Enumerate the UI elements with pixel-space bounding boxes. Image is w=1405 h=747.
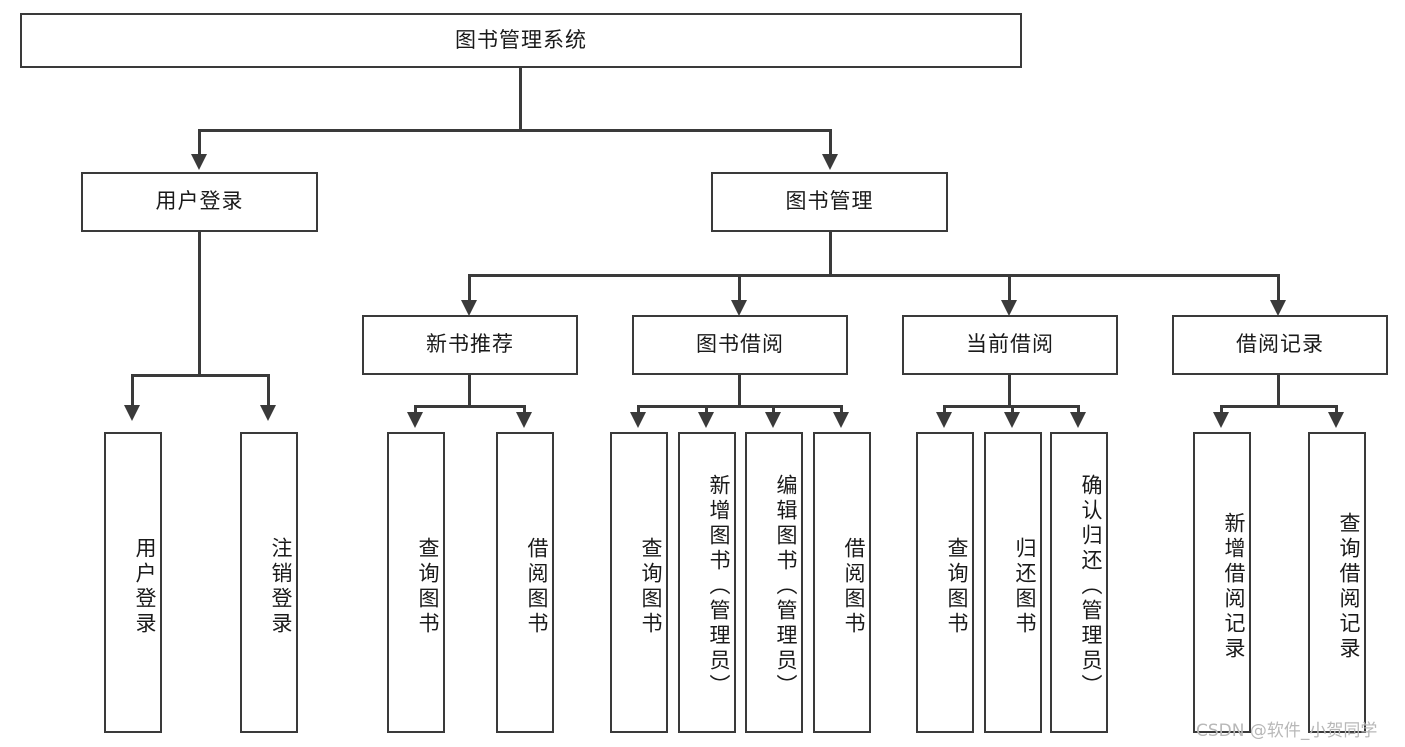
- connector-root-stem: [519, 68, 522, 131]
- leaf-label: 注销登录: [269, 536, 293, 637]
- connector-root-to-user-login: [198, 129, 201, 156]
- leaf-node-query-book-1[interactable]: 查询图书: [387, 432, 445, 733]
- node-label: 用户登录: [155, 189, 244, 214]
- leaf-label: 查询图书: [639, 536, 663, 637]
- arrowhead-leaf-logout-login: [260, 405, 276, 421]
- leaf-label: 编辑图书（管理员）: [774, 474, 798, 699]
- arrowhead-leaf-borrow-book-1: [516, 412, 532, 428]
- connector-borrow-record-stem: [1277, 375, 1280, 407]
- connector-book-borrow-bar: [637, 405, 843, 408]
- leaf-node-return-book[interactable]: 归还图书: [984, 432, 1042, 733]
- node-book-borrow[interactable]: 图书借阅: [632, 315, 848, 375]
- connector-user-login-drop-1: [131, 374, 134, 407]
- node-label: 图书管理系统: [455, 27, 587, 52]
- connector-current-borrow-bar: [943, 405, 1078, 408]
- leaf-label: 确认归还（管理员）: [1079, 474, 1103, 699]
- node-label: 借阅记录: [1236, 332, 1324, 357]
- arrowhead-leaf-return-book: [1004, 412, 1020, 428]
- node-label: 图书管理: [785, 189, 874, 214]
- node-borrow-record[interactable]: 借阅记录: [1172, 315, 1388, 375]
- connector-user-login-bar: [131, 374, 270, 377]
- node-system-root[interactable]: 图书管理系统: [20, 13, 1022, 68]
- leaf-node-query-book-3[interactable]: 查询图书: [916, 432, 974, 733]
- leaf-label: 借阅图书: [525, 536, 549, 637]
- connector-borrow-record-bar: [1220, 405, 1338, 408]
- leaf-node-confirm-return[interactable]: 确认归还（管理员）: [1050, 432, 1108, 733]
- connector-new-book-stem: [468, 375, 471, 407]
- arrowhead-book-management: [822, 154, 838, 170]
- connector-book-borrow-stem: [738, 375, 741, 407]
- arrowhead-borrow-record: [1270, 300, 1286, 316]
- leaf-node-borrow-book-2[interactable]: 借阅图书: [813, 432, 871, 733]
- node-new-book-recommend[interactable]: 新书推荐: [362, 315, 578, 375]
- arrowhead-leaf-add-book: [698, 412, 714, 428]
- arrowhead-new-book-recommend: [461, 300, 477, 316]
- connector-root-bar: [198, 129, 832, 132]
- connector-user-login-drop-2: [267, 374, 270, 407]
- leaf-node-query-book-2[interactable]: 查询图书: [610, 432, 668, 733]
- connector-level3-drop-1: [468, 274, 471, 304]
- leaf-node-borrow-book-1[interactable]: 借阅图书: [496, 432, 554, 733]
- leaf-label: 查询图书: [945, 536, 969, 637]
- node-user-login[interactable]: 用户登录: [81, 172, 318, 232]
- connector-level3-drop-2: [738, 274, 741, 304]
- node-label: 新书推荐: [426, 332, 514, 357]
- node-label: 当前借阅: [966, 332, 1054, 357]
- leaf-node-user-login[interactable]: 用户登录: [104, 432, 162, 733]
- arrowhead-leaf-query-record: [1328, 412, 1344, 428]
- connector-book-management-stem: [829, 232, 832, 276]
- arrowhead-leaf-query-book-3: [936, 412, 952, 428]
- arrowhead-current-borrow: [1001, 300, 1017, 316]
- leaf-label: 归还图书: [1013, 536, 1037, 637]
- arrowhead-leaf-edit-book: [765, 412, 781, 428]
- leaf-node-logout-login[interactable]: 注销登录: [240, 432, 298, 733]
- leaf-node-query-record[interactable]: 查询借阅记录: [1308, 432, 1366, 733]
- arrowhead-user-login: [191, 154, 207, 170]
- connector-level3-bar: [468, 274, 1280, 277]
- leaf-label: 新增借阅记录: [1222, 511, 1246, 662]
- leaf-label: 借阅图书: [842, 536, 866, 637]
- node-label: 图书借阅: [696, 332, 784, 357]
- csdn-watermark: CSDN @软件_小贺同学: [1196, 721, 1378, 741]
- arrowhead-leaf-borrow-book-2: [833, 412, 849, 428]
- arrowhead-leaf-add-record: [1213, 412, 1229, 428]
- arrowhead-leaf-query-book-1: [407, 412, 423, 428]
- connector-new-book-bar: [414, 405, 526, 408]
- leaf-label: 新增图书（管理员）: [707, 474, 731, 699]
- arrowhead-book-borrow: [731, 300, 747, 316]
- connector-user-login-stem: [198, 232, 201, 376]
- leaf-node-add-record[interactable]: 新增借阅记录: [1193, 432, 1251, 733]
- leaf-node-edit-book[interactable]: 编辑图书（管理员）: [745, 432, 803, 733]
- connector-root-to-book-management: [829, 129, 832, 156]
- arrowhead-leaf-user-login: [124, 405, 140, 421]
- node-book-management[interactable]: 图书管理: [711, 172, 948, 232]
- connector-level3-drop-4: [1277, 274, 1280, 304]
- leaf-label: 查询图书: [416, 536, 440, 637]
- connector-level3-drop-3: [1008, 274, 1011, 304]
- arrowhead-leaf-confirm-return: [1070, 412, 1086, 428]
- arrowhead-leaf-query-book-2: [630, 412, 646, 428]
- leaf-label: 用户登录: [133, 536, 157, 637]
- leaf-node-add-book[interactable]: 新增图书（管理员）: [678, 432, 736, 733]
- connector-current-borrow-stem: [1008, 375, 1011, 407]
- node-current-borrow[interactable]: 当前借阅: [902, 315, 1118, 375]
- leaf-label: 查询借阅记录: [1337, 511, 1361, 662]
